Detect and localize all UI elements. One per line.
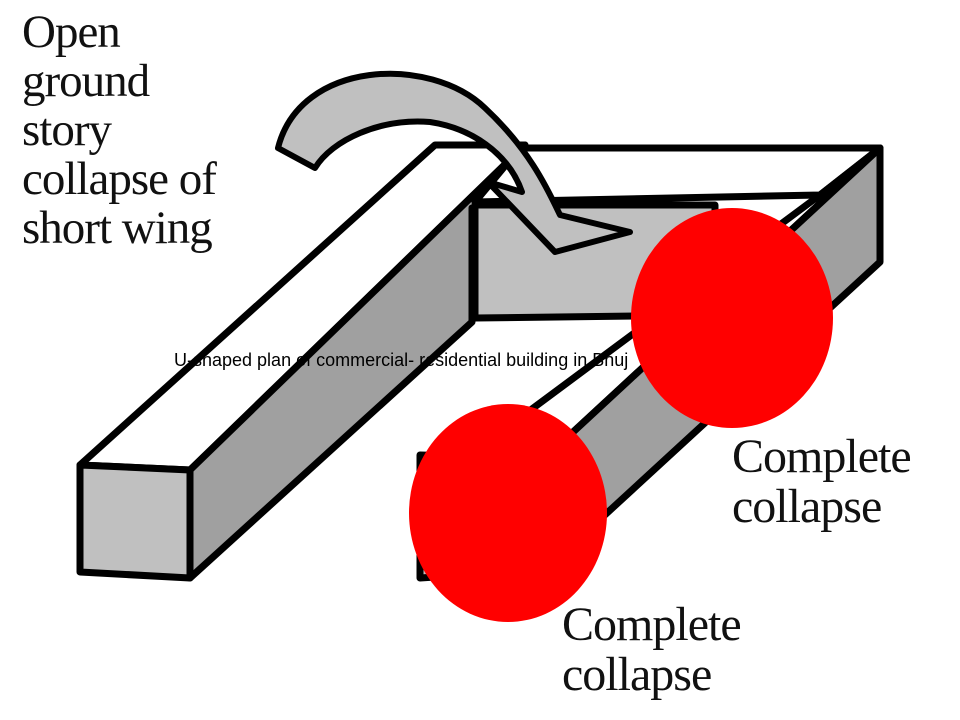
label-open-ground-story-collapse: Open ground story collapse of short wing: [22, 6, 217, 254]
label-line: collapse: [732, 479, 882, 533]
left-wing: [76, 141, 529, 582]
label-line: collapse of: [22, 152, 217, 205]
collapse-marker-right: [631, 208, 833, 428]
collapse-marker-bottom: [409, 404, 607, 622]
collapse-arrow: [275, 70, 633, 255]
label-line: ground: [22, 54, 150, 107]
label-complete-collapse-bottom: Complete collapse: [562, 598, 742, 701]
label-line: Complete: [562, 598, 742, 651]
label-line: story: [22, 103, 112, 156]
label-complete-collapse-right: Complete collapse: [732, 430, 912, 533]
left-wing-end-face: [76, 461, 194, 582]
diagram-caption: U-shaped plan of commercial- residential…: [174, 350, 629, 370]
label-line: collapse: [562, 647, 712, 701]
label-line: Complete: [732, 430, 912, 483]
label-line: short wing: [22, 201, 213, 254]
label-line: Open: [22, 6, 121, 58]
